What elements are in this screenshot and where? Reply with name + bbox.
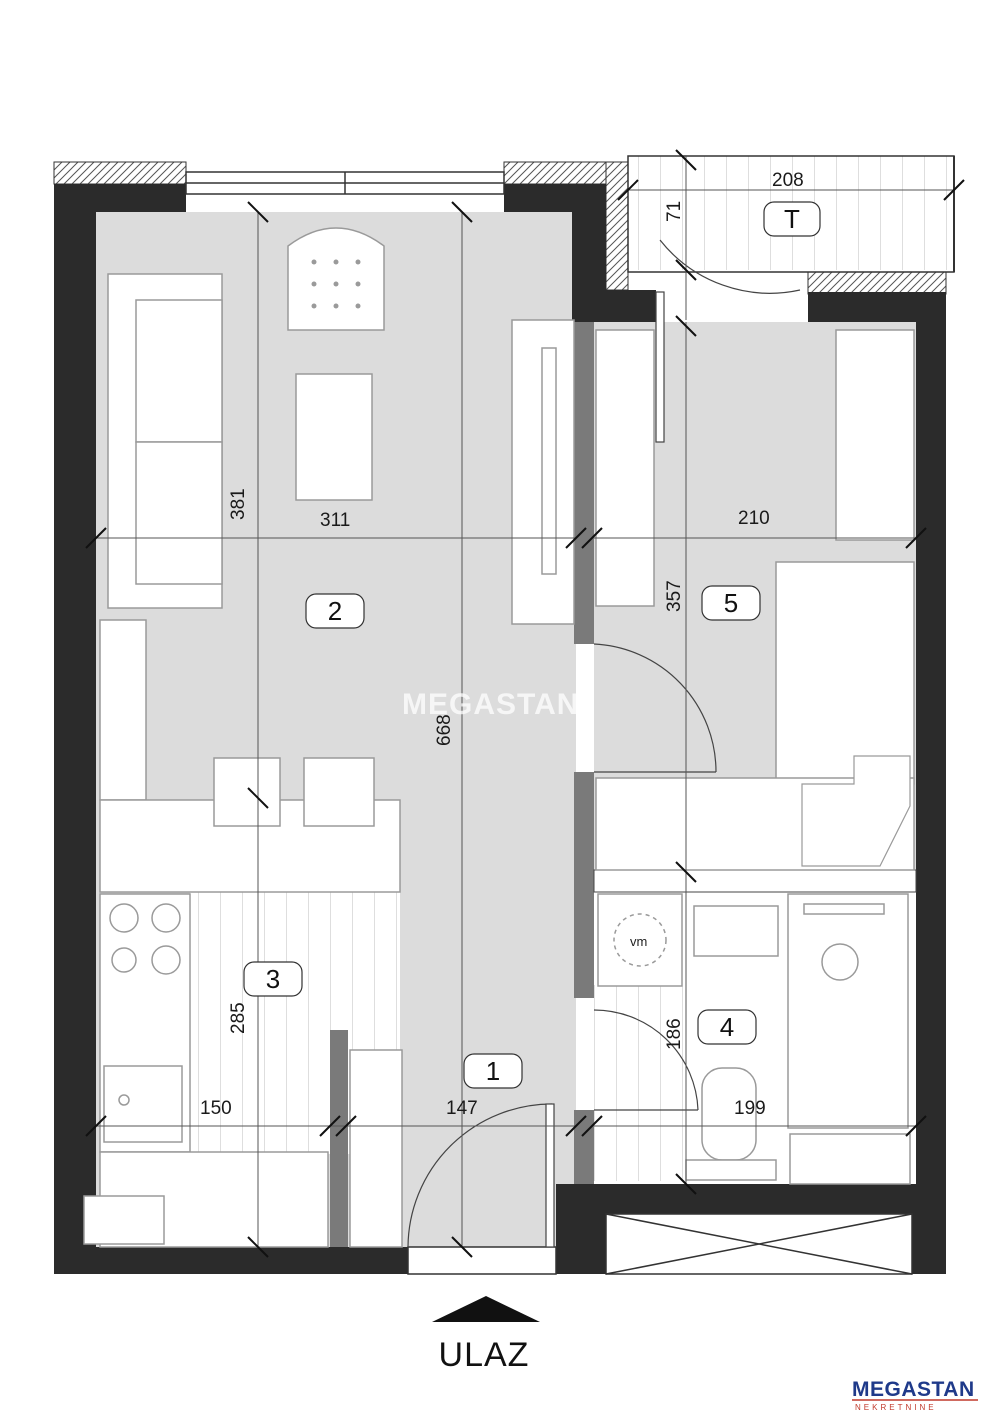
dim-150: 150 xyxy=(200,1098,232,1119)
entrance-arrow-icon xyxy=(432,1296,540,1322)
doors xyxy=(407,239,801,1248)
insulation-terrace-left xyxy=(605,161,629,291)
svg-text:MEGASTAN: MEGASTAN xyxy=(402,688,579,721)
partition-kitchen xyxy=(330,1030,348,1247)
room-label-T: T xyxy=(763,201,821,237)
shower xyxy=(787,893,909,1129)
coffee-table xyxy=(295,373,373,501)
entrance-threshold xyxy=(407,1246,557,1275)
bed-upper xyxy=(835,329,915,541)
terrace xyxy=(627,155,955,273)
dimension-texts: 381 311 668 210 357 208 71 285 150 147 1… xyxy=(200,170,804,1119)
dim-668: 668 xyxy=(434,714,455,746)
partitions xyxy=(330,322,917,1247)
wall-bottom-left xyxy=(54,1247,408,1274)
armchair xyxy=(287,227,385,331)
walls xyxy=(54,184,946,1274)
washing-machine-label: vm xyxy=(630,934,647,949)
dimension-ticks xyxy=(85,149,965,1258)
room-label-1: 1 xyxy=(463,1053,523,1089)
dim-71: 71 xyxy=(664,201,685,222)
entrance: ULAZ xyxy=(432,1296,540,1374)
shoe-cabinet xyxy=(349,1049,403,1248)
logo-stan: STAN xyxy=(917,1378,975,1401)
partition-living-bedroom-top xyxy=(574,322,594,644)
dim-186: 186 xyxy=(664,1018,685,1050)
bathroom-cabinet xyxy=(789,1133,911,1185)
bed xyxy=(775,561,915,785)
wall-right xyxy=(916,292,946,1274)
insulation-terrace-bottom xyxy=(807,271,947,295)
dim-311: 311 xyxy=(320,510,350,531)
tv xyxy=(541,347,557,575)
svg-text:T: T xyxy=(784,204,800,234)
door-bedroom xyxy=(593,643,717,773)
wall-terrace-side xyxy=(572,184,606,310)
dim-210: 210 xyxy=(738,508,770,529)
logo-mega: MEGA xyxy=(852,1378,917,1401)
wardrobe xyxy=(595,329,655,607)
door-entrance xyxy=(407,1103,553,1248)
hall-cabinet xyxy=(83,1195,165,1245)
logo-tagline: NEKRETNINE xyxy=(855,1403,937,1412)
insulation-top-left xyxy=(53,161,187,185)
stool-2 xyxy=(303,757,375,827)
stool-1 xyxy=(213,757,281,827)
svg-text:MEGASTAN: MEGASTAN xyxy=(852,1378,975,1401)
svg-text:4: 4 xyxy=(720,1012,734,1042)
kitchen-sink xyxy=(103,1065,183,1143)
dim-199: 199 xyxy=(734,1098,766,1119)
wall-top-left xyxy=(54,184,186,212)
dimension-lines xyxy=(96,156,954,1247)
partition-bath-top xyxy=(593,869,917,893)
door-bathroom xyxy=(593,1009,699,1111)
room-label-3: 3 xyxy=(243,961,303,997)
room-labels: 2 5 3 4 1 T xyxy=(243,201,821,1089)
room-label-2: 2 xyxy=(305,593,365,629)
dim-285: 285 xyxy=(228,1002,249,1034)
dim-381: 381 xyxy=(228,488,249,520)
svg-text:3: 3 xyxy=(266,964,280,994)
wall-bottom-right xyxy=(556,1184,946,1214)
room-label-5: 5 xyxy=(701,585,761,621)
watermark: MEGASTAN xyxy=(402,688,579,721)
desk-chair xyxy=(801,755,911,867)
bathroom-wood-floor xyxy=(594,985,694,1181)
room-label-4: 4 xyxy=(697,1009,757,1045)
entrance-label: ULAZ xyxy=(439,1336,530,1374)
partition-living-bedroom-bottom xyxy=(574,772,594,998)
brand-logo: MEGASTAN NEKRETNINE xyxy=(852,1378,978,1412)
dim-208: 208 xyxy=(772,170,804,191)
partition-bath-left xyxy=(574,1110,594,1184)
cooktop xyxy=(109,903,181,975)
svg-text:5: 5 xyxy=(724,588,738,618)
svg-text:1: 1 xyxy=(486,1056,500,1086)
door-terrace xyxy=(659,239,801,294)
dim-357: 357 xyxy=(664,580,685,612)
svg-text:2: 2 xyxy=(328,596,342,626)
furniture xyxy=(83,227,915,1248)
wall-left xyxy=(54,184,96,1274)
cabinet-left xyxy=(99,619,147,801)
bathroom-sink xyxy=(693,905,779,957)
windows xyxy=(185,171,913,1275)
dim-147: 147 xyxy=(446,1098,478,1119)
wall-top-right-a xyxy=(572,290,656,322)
